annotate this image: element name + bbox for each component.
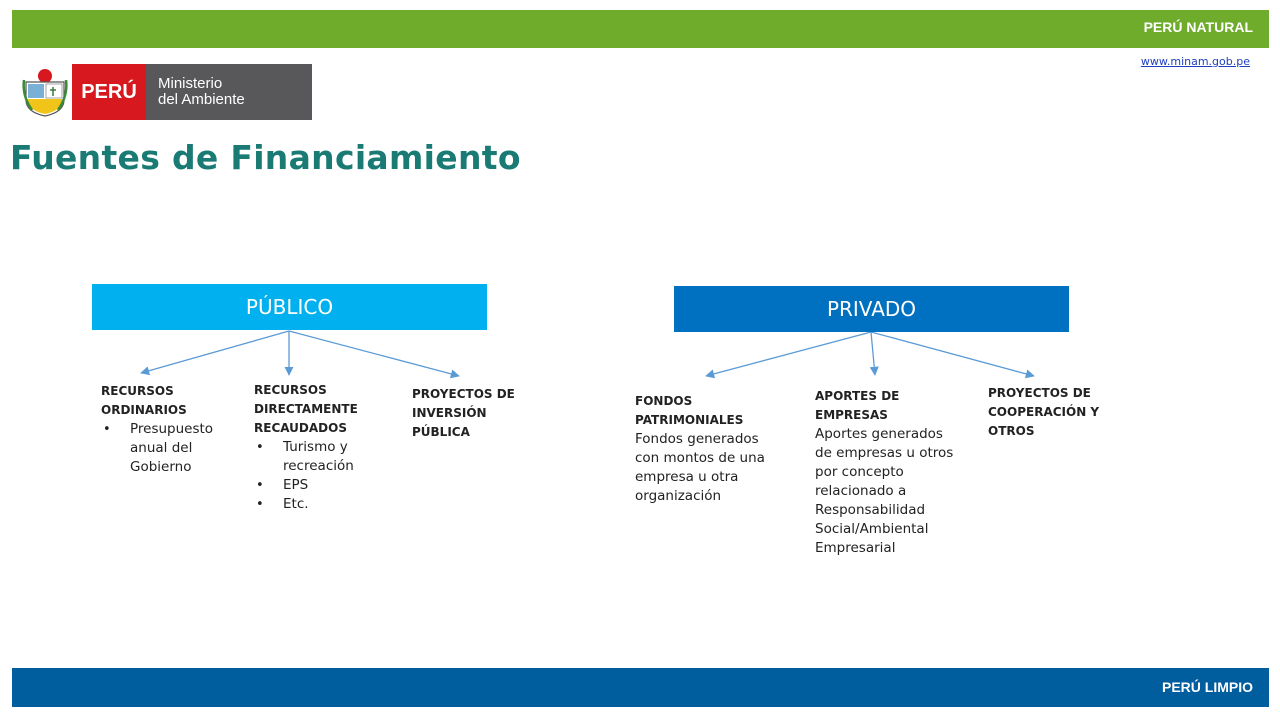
node-aportes-de-empresas: APORTES DE EMPRESAS Aportes generados de…: [815, 387, 963, 558]
ministry-name: Ministerio del Ambiente: [146, 64, 312, 120]
arrow-publico-3: [288, 330, 460, 379]
node-proyectos-cooperacion: PROYECTOS DE COOPERACIÓN Y OTROS: [988, 384, 1123, 441]
node-fondos-patrimoniales: FONDOS PATRIMONIALES Fondos generados co…: [635, 392, 780, 506]
node-heading: RECURSOS DIRECTAMENTE RECAUDADOS: [254, 381, 369, 438]
heading-line: RECURSOS: [254, 383, 327, 397]
heading-line: EMPRESAS: [815, 408, 888, 422]
heading-line: ORDINARIOS: [101, 403, 187, 417]
node-heading: FONDOS PATRIMONIALES: [635, 392, 780, 430]
arrow-publico-1: [140, 330, 290, 376]
footer-banner-label: PERÚ LIMPIO: [1161, 679, 1253, 695]
heading-line: PATRIMONIALES: [635, 413, 744, 427]
heading-line: PROYECTOS DE: [988, 386, 1091, 400]
heading-line: OTROS: [988, 424, 1035, 438]
heading-line: COOPERACIÓN Y: [988, 405, 1100, 419]
node-recursos-directamente-recaudados: RECURSOS DIRECTAMENTE RECAUDADOS Turismo…: [254, 381, 369, 514]
node-description: Aportes generados de empresas u otros po…: [815, 426, 954, 556]
node-proyectos-inversion-publica: PROYECTOS DE INVERSIÓN PÚBLICA: [412, 385, 537, 442]
coat-of-arms-icon: [22, 69, 68, 117]
ministry-logo: PERÚ Ministerio del Ambiente: [22, 64, 312, 120]
heading-line: PÚBLICA: [412, 425, 470, 439]
arrow-privado-2: [869, 331, 879, 376]
node-recursos-ordinarios: RECURSOS ORDINARIOS Presupuesto anual de…: [101, 382, 226, 477]
heading-line: PROYECTOS DE: [412, 387, 515, 401]
ministry-name-line1: Ministerio: [158, 75, 223, 92]
privado-box: PRIVADO: [674, 286, 1069, 332]
bullet-item: EPS: [254, 476, 369, 495]
arrow-privado-3: [870, 331, 1035, 379]
bullet-list: Turismo y recreación EPS Etc.: [254, 438, 369, 514]
node-heading: PROYECTOS DE COOPERACIÓN Y OTROS: [988, 384, 1123, 441]
heading-line: RECAUDADOS: [254, 421, 347, 435]
heading-line: RECURSOS: [101, 384, 174, 398]
heading-line: FONDOS: [635, 394, 693, 408]
ministry-name-line2: del Ambiente: [158, 91, 245, 108]
peru-label: PERÚ: [72, 64, 146, 120]
heading-line: DIRECTAMENTE: [254, 402, 358, 416]
bullet-list: Presupuesto anual del Gobierno: [101, 420, 226, 477]
top-banner: PERÚ NATURAL: [12, 10, 1269, 48]
bullet-item: Turismo y recreación: [254, 438, 369, 476]
heading-line: APORTES DE: [815, 389, 900, 403]
node-heading: APORTES DE EMPRESAS: [815, 387, 963, 425]
bullet-item: Presupuesto anual del Gobierno: [101, 420, 226, 477]
website-link[interactable]: www.minam.gob.pe: [1140, 55, 1250, 68]
node-heading: RECURSOS ORDINARIOS: [101, 382, 226, 420]
bottom-banner: PERÚ LIMPIO: [12, 668, 1269, 707]
bullet-item: Etc.: [254, 495, 369, 514]
node-heading: PROYECTOS DE INVERSIÓN PÚBLICA: [412, 385, 537, 442]
node-description: Fondos generados con montos de una empre…: [635, 431, 765, 504]
page-title: Fuentes de Financiamiento: [10, 138, 521, 177]
arrow-privado-1: [705, 331, 872, 379]
heading-line: INVERSIÓN: [412, 406, 487, 420]
publico-box: PÚBLICO: [92, 284, 487, 330]
banner-label: PERÚ NATURAL: [1143, 19, 1253, 35]
